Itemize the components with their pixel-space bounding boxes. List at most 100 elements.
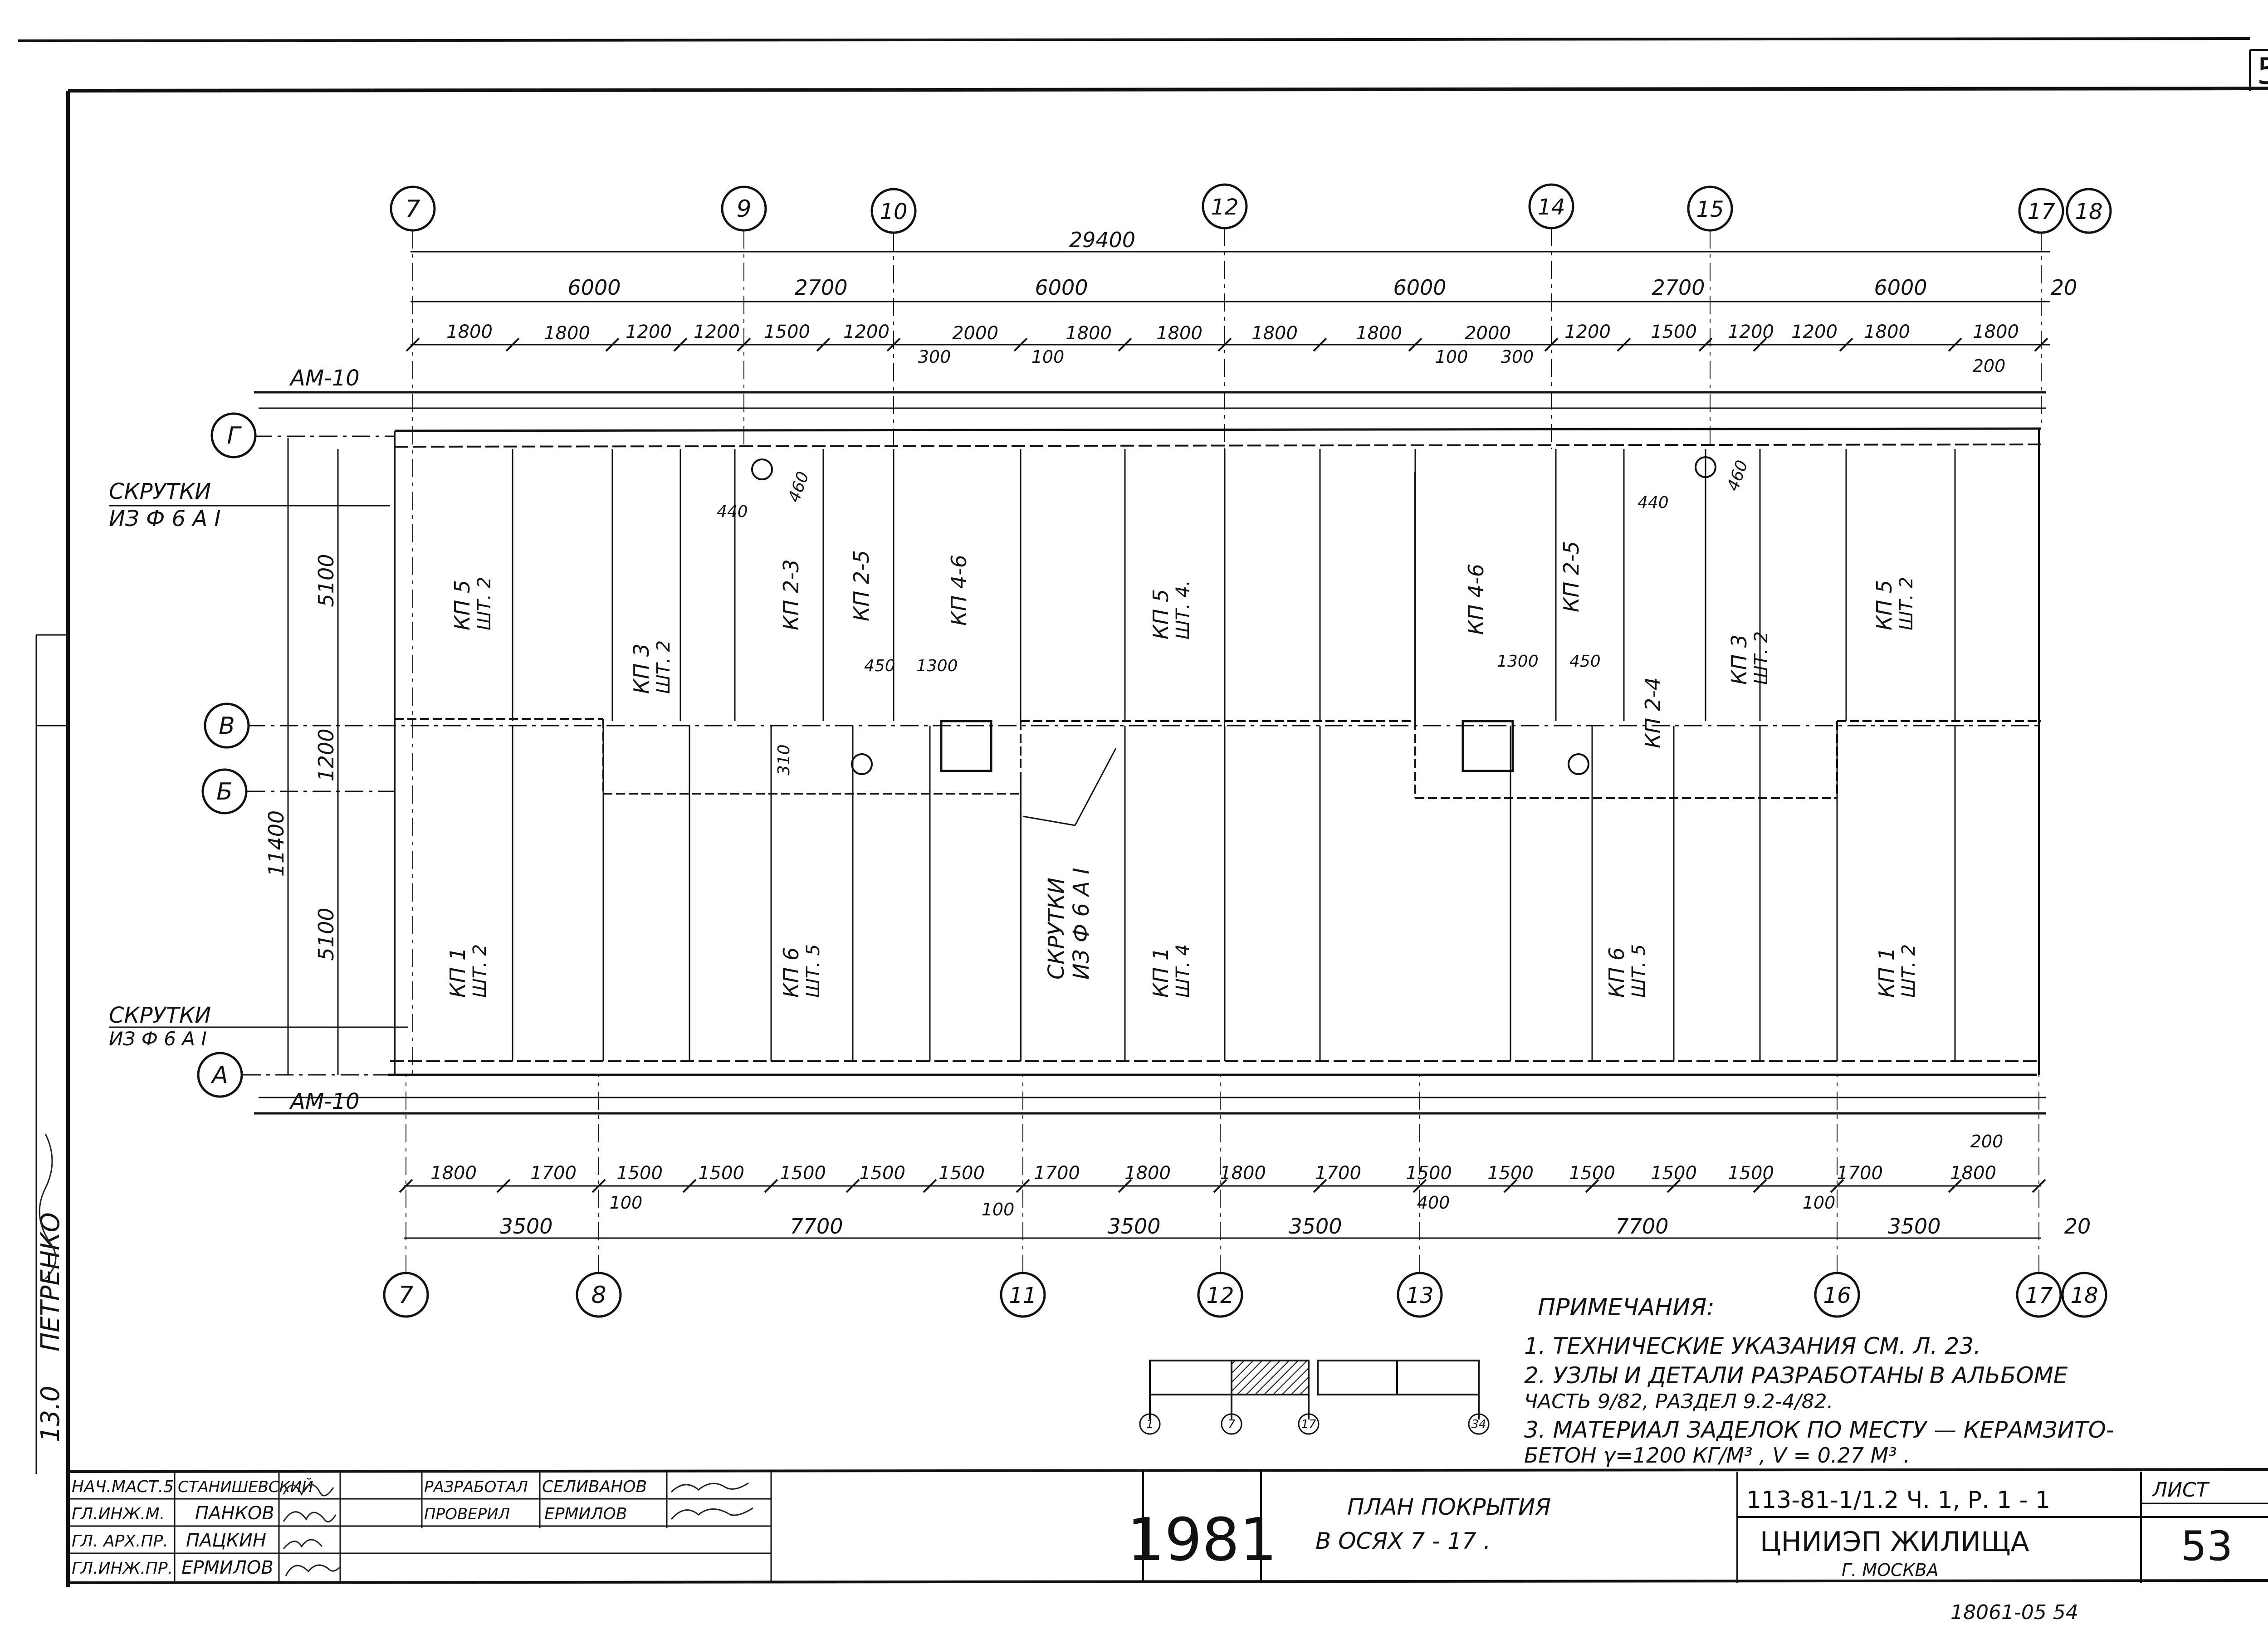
axis-label: 9 bbox=[736, 195, 751, 223]
dim-text: 1700 bbox=[1837, 1163, 1883, 1184]
panel-code: КП 1 bbox=[1149, 947, 1173, 998]
dim-text: 5100 bbox=[314, 554, 338, 607]
key-plan-label: 7 bbox=[1228, 1418, 1236, 1431]
dim-text: 1800 bbox=[430, 1163, 477, 1184]
dim-text: 100 bbox=[1803, 1193, 1836, 1213]
dim-text: 1300 bbox=[916, 657, 958, 675]
axis-label: 13 bbox=[1406, 1283, 1433, 1308]
panel-code: КП 2-3 bbox=[779, 559, 803, 630]
panel-qty: ШТ. 5 bbox=[803, 944, 824, 998]
dim-tick bbox=[1213, 1179, 1227, 1193]
axis-label: 18 bbox=[2075, 199, 2102, 224]
axis-marker-left: Г bbox=[210, 412, 257, 458]
dim-text: 20 bbox=[2064, 1214, 2091, 1239]
panel-code: КП 2-4 bbox=[1641, 677, 1665, 748]
key-plan-labels: 1 7 17 34 bbox=[1146, 1418, 1486, 1431]
signatures bbox=[283, 1482, 753, 1576]
tb-name: ПАЦКИН bbox=[186, 1530, 266, 1551]
dim-text: 3500 bbox=[1107, 1214, 1160, 1239]
tb-name: СТАНИШЕВСКИЙ bbox=[178, 1478, 313, 1496]
dim-text: 2000 bbox=[952, 323, 998, 344]
dim-text: 100 bbox=[1435, 347, 1468, 367]
dim-tick bbox=[1948, 1179, 1962, 1193]
key-plan-highlight bbox=[1231, 1360, 1310, 1395]
dimension-lines bbox=[287, 228, 2050, 1273]
dim-text: 450 bbox=[864, 657, 895, 675]
dim-tick bbox=[605, 337, 620, 352]
dim-text: 440 bbox=[1637, 493, 1669, 512]
tb-role: ГЛ.ИНЖ.М. bbox=[72, 1505, 165, 1523]
panel-label: КП 2-5 bbox=[1559, 541, 1584, 612]
dim-tick bbox=[673, 337, 688, 352]
dim-tick bbox=[1408, 337, 1422, 352]
panel-code: КП 6 bbox=[779, 947, 803, 998]
dim-text: 1800 bbox=[446, 322, 493, 342]
axis-marker-left: В bbox=[204, 702, 250, 749]
tb-sheet-label: ЛИСТ bbox=[2151, 1478, 2210, 1502]
dim-text: 3500 bbox=[1887, 1214, 1941, 1239]
dim-text: 3500 bbox=[499, 1214, 552, 1239]
tb-role: ГЛ. АРХ.ПР. bbox=[72, 1532, 168, 1551]
notes-line: 3. МАТЕРИАЛ ЗАДЕЛОК ПО МЕСТУ — КЕРАМЗИТО… bbox=[1524, 1417, 2114, 1443]
dim-text: 300 bbox=[1501, 347, 1534, 367]
dim-tick bbox=[1313, 1179, 1327, 1193]
am10-bottom-label: АМ-10 bbox=[289, 1089, 360, 1114]
tb-name: СЕЛИВАНОВ bbox=[542, 1478, 647, 1496]
skrutki-top-label-2: ИЗ Ф 6 А I bbox=[109, 506, 221, 532]
drain-marker bbox=[1695, 456, 1716, 478]
panel-qty: ШТ. 2 bbox=[653, 640, 674, 694]
dim-text: 2700 bbox=[794, 275, 847, 300]
tb-role: ПРОВЕРИЛ bbox=[424, 1505, 510, 1523]
dim-tick bbox=[1016, 1179, 1030, 1193]
tb-name: ЕРМИЛОВ bbox=[544, 1505, 627, 1523]
dim-text: 100 bbox=[982, 1200, 1015, 1219]
axis-marker-left: Б bbox=[201, 768, 248, 815]
dim-text: 1200 bbox=[626, 322, 672, 342]
panel-label: КП 2-3 bbox=[779, 559, 803, 630]
panel-qty: ШТ. 2 bbox=[474, 577, 495, 630]
dim-text: 460 bbox=[785, 469, 813, 505]
dim-tick bbox=[1118, 337, 1132, 352]
dims-bottom-small: 100 100 400 100 200 bbox=[610, 1132, 2004, 1219]
dim-text: 200 bbox=[1973, 356, 2006, 376]
panel-qty: ШТ. 5 bbox=[1628, 944, 1649, 998]
dim-tick bbox=[1830, 1179, 1844, 1193]
dim-text: 300 bbox=[918, 347, 951, 367]
notes-line: БЕТОН γ=1200 КГ/М³ , V = 0.27 М³ . bbox=[1524, 1443, 1910, 1468]
notes-line: 1. ТЕХНИЧЕСКИЕ УКАЗАНИЯ СМ. Л. 23. bbox=[1524, 1333, 1981, 1359]
dim-text: 1500 bbox=[698, 1163, 744, 1184]
axis-label: 10 bbox=[880, 199, 907, 224]
axis-marker-top: 9 bbox=[721, 185, 767, 232]
panel-code: КП 3 bbox=[629, 644, 654, 694]
dims-top-small: 300 100 100 300 200 bbox=[918, 347, 2006, 376]
skrutki-bottom-label: СКРУТКИ bbox=[109, 1003, 211, 1028]
axis-label: 11 bbox=[1009, 1283, 1036, 1308]
dims-bottom-row1: 1800 1700 1500 1500 1500 1500 1500 1700 … bbox=[430, 1163, 1996, 1184]
dim-tick bbox=[1753, 1179, 1767, 1193]
tb-year: 1981 bbox=[1127, 1505, 1277, 1574]
dim-text: 1800 bbox=[1156, 323, 1202, 344]
dim-text: 1200 bbox=[694, 322, 740, 342]
dim-text: 1500 bbox=[616, 1163, 663, 1184]
skrutki-mid-label: СКРУТКИ bbox=[1044, 878, 1069, 980]
axis-label: 17 bbox=[2027, 199, 2055, 224]
panel-code: КП 5 bbox=[450, 580, 474, 630]
tb-sheet-number: 53 bbox=[2181, 1522, 2233, 1570]
outline-top bbox=[394, 427, 2042, 432]
left-margin-name: ПЕТРЕНКО bbox=[36, 1212, 65, 1351]
key-plan-label: 34 bbox=[1471, 1418, 1486, 1431]
dim-text: 1500 bbox=[1728, 1163, 1774, 1184]
dims-bottom-row2: 3500 7700 3500 3500 7700 3500 20 bbox=[499, 1214, 2091, 1239]
dim-text: 100 bbox=[610, 1193, 643, 1213]
dim-text: 1500 bbox=[938, 1163, 985, 1184]
dim-tick bbox=[846, 1179, 860, 1193]
axis-marker-bottom: 16 bbox=[1814, 1272, 1860, 1318]
sheet-frame bbox=[18, 37, 2268, 1587]
dim-text: 6000 bbox=[567, 275, 621, 300]
